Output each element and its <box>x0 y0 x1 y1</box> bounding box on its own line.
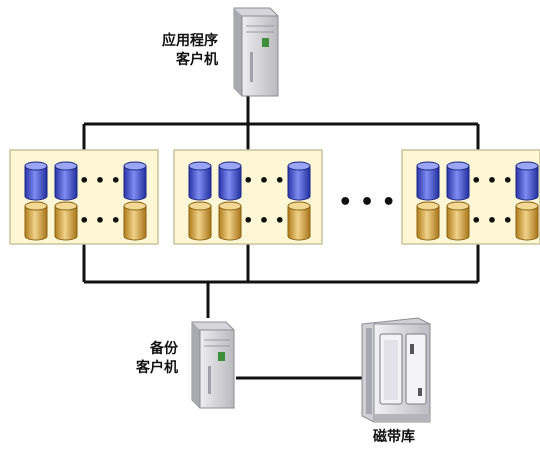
network-lines <box>82 96 480 380</box>
app-client-label-line1: 应用程序 <box>162 33 218 49</box>
app-server-icon <box>233 7 279 97</box>
disk-cylinder-icon <box>287 161 311 201</box>
group-ellipsis: • • • <box>338 190 396 215</box>
app-client-label-line2: 客户机 <box>176 52 218 68</box>
disk-cylinder-icon <box>188 161 212 201</box>
disk-row-ellipsis: • • • <box>471 171 513 190</box>
tape-library-label: 磁带库 <box>373 429 415 445</box>
disk-cylinder-icon <box>416 201 440 241</box>
tape-library-icon <box>361 317 431 423</box>
disk-cylinder-icon <box>24 201 48 241</box>
app-client-label: 应用程序 客户机 <box>122 32 218 70</box>
backup-server-icon <box>191 321 235 409</box>
disk-cylinder-icon <box>123 161 147 201</box>
disk-cylinder-icon <box>515 161 539 201</box>
disk-cylinder-icon <box>54 201 78 241</box>
disk-row-ellipsis: • • • <box>243 211 285 230</box>
disk-cylinder-icon <box>24 161 48 201</box>
storage-arrays: • • • • • • • • • • • • • • • • • • <box>9 149 540 245</box>
storage-array-1: • • • • • • <box>9 149 159 245</box>
disk-cylinder-icon <box>515 201 539 241</box>
backup-client-label-line1: 备份 <box>150 341 178 357</box>
disk-cylinder-icon <box>416 161 440 201</box>
disk-row-ellipsis: • • • <box>471 211 513 230</box>
disk-cylinder-icon <box>54 161 78 201</box>
disk-cylinder-icon <box>188 201 212 241</box>
disk-cylinder-icon <box>446 201 470 241</box>
disk-row-ellipsis: • • • <box>243 171 285 190</box>
storage-array-2: • • • • • • <box>173 149 323 245</box>
disk-cylinder-icon <box>218 161 242 201</box>
backup-client-label: 备份 客户机 <box>90 340 178 378</box>
disk-cylinder-icon <box>123 201 147 241</box>
storage-array-3: • • • • • • <box>401 149 540 245</box>
disk-cylinder-icon <box>287 201 311 241</box>
disk-cylinder-icon <box>446 161 470 201</box>
disk-cylinder-icon <box>218 201 242 241</box>
disk-row-ellipsis: • • • <box>79 171 121 190</box>
disk-row-ellipsis: • • • <box>79 211 121 230</box>
backup-client-label-line2: 客户机 <box>136 360 178 376</box>
